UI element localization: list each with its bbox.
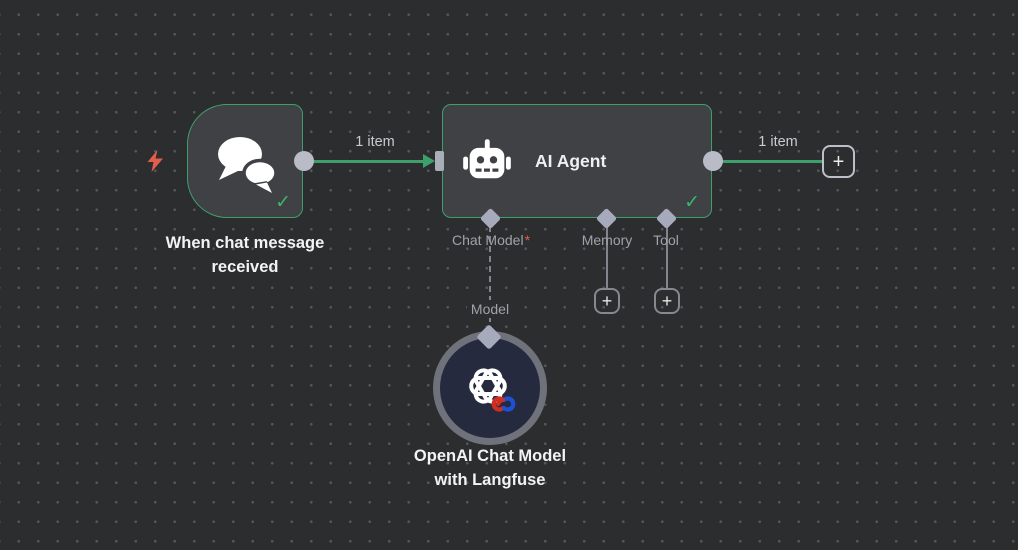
tool-port-line (666, 226, 668, 288)
memory-port-line (606, 226, 608, 288)
chat-model-port-label: Chat Model* (451, 232, 531, 248)
agent-input-endpoint[interactable] (435, 151, 444, 171)
success-check-icon: ✓ (275, 192, 291, 213)
connection-arrowhead-icon (423, 154, 435, 168)
node-ai-agent[interactable]: AI Agent ✓ (442, 104, 712, 218)
trigger-node-label: When chat message received (165, 234, 325, 276)
success-check-icon: ✓ (684, 192, 700, 213)
required-asterisk: * (524, 232, 531, 248)
model-link-label: Model (450, 300, 530, 318)
langfuse-overlay-icon (491, 396, 516, 412)
robot-icon (463, 139, 511, 179)
add-memory-button[interactable]: + (594, 288, 620, 314)
tool-port-label: Tool (653, 232, 679, 248)
add-node-button[interactable]: + (822, 145, 855, 178)
chat-bubbles-icon (218, 137, 278, 197)
add-tool-button[interactable]: + (654, 288, 680, 314)
connection-agent-output[interactable] (713, 160, 823, 163)
connection-agent-to-model[interactable] (489, 226, 491, 332)
agent-output-endpoint[interactable] (703, 151, 723, 171)
trigger-output-endpoint[interactable] (294, 151, 314, 171)
connection-items-count: 1 item (355, 134, 395, 150)
agent-node-title: AI Agent (535, 151, 607, 171)
model-node-label: OpenAI Chat Model with Langfuse (413, 447, 567, 489)
lightning-trigger-icon (147, 150, 163, 172)
memory-port-label: Memory (581, 232, 633, 248)
connection-trigger-to-agent[interactable] (304, 160, 425, 163)
connection-items-count: 1 item (758, 134, 798, 150)
node-when-chat-message-received[interactable]: ✓ (187, 104, 303, 218)
